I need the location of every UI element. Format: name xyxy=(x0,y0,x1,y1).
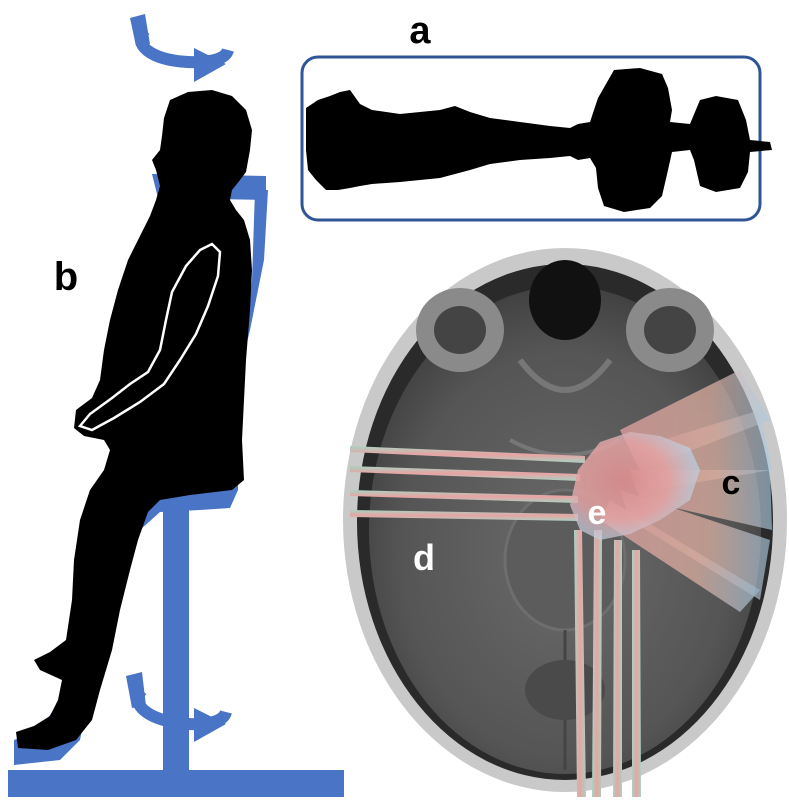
panel-label-a: a xyxy=(409,10,431,52)
chair-base xyxy=(8,770,344,797)
panel-label-e: e xyxy=(588,494,607,532)
panel-label-c: c xyxy=(722,464,741,502)
panel-label-d: d xyxy=(413,537,435,578)
chair-pillar xyxy=(163,500,189,772)
beam-v3 xyxy=(613,540,622,797)
panel-b: b xyxy=(8,14,344,797)
rotation-arrow-icon xyxy=(141,30,228,62)
panel-label-b: b xyxy=(54,255,78,299)
panel-a: a xyxy=(302,10,772,220)
nasal-cavity xyxy=(529,260,601,340)
beam-v4 xyxy=(632,550,641,797)
panel-mri: c d e xyxy=(343,248,787,797)
top-rotation-arrow xyxy=(130,14,228,82)
patient-silhouette xyxy=(16,90,252,750)
